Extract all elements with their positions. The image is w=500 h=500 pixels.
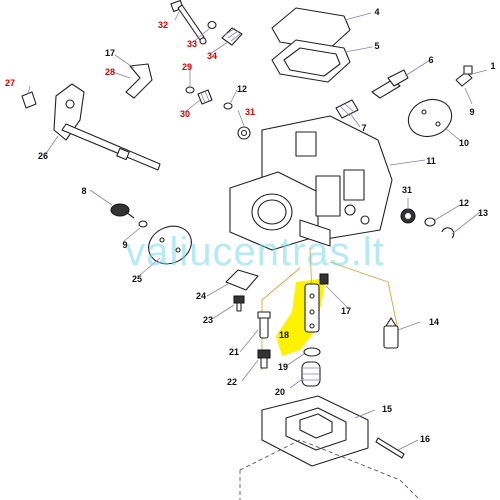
callout-27: 27 (4, 78, 16, 88)
callout-8: 8 (81, 186, 87, 196)
callout-30: 30 (179, 109, 191, 119)
callout-23: 23 (202, 315, 214, 325)
part-12-o-ring-top (223, 102, 233, 110)
callout-9-left: 9 (122, 240, 128, 250)
callout-18: 18 (278, 330, 290, 340)
part-24-plate (225, 269, 259, 291)
part-9-screw-top (455, 65, 473, 87)
part-32-screw (170, 0, 207, 45)
callout-25: 25 (131, 274, 143, 284)
part-33-o-ring (207, 20, 217, 30)
part-13-clip (441, 227, 455, 239)
part-30-spring (197, 89, 213, 105)
callout-4: 4 (374, 7, 380, 17)
part-25-throttle-plate (148, 225, 192, 265)
callout-17-top: 17 (104, 48, 116, 58)
callout-31-right: 31 (401, 185, 413, 195)
part-28-choke-lever (125, 63, 153, 99)
callout-17-bottom: 17 (340, 306, 352, 316)
part-12-o-ring-right (424, 217, 436, 227)
callout-34: 34 (206, 51, 218, 61)
callout-14: 14 (428, 317, 440, 327)
callout-24: 24 (195, 291, 207, 301)
callout-28: 28 (104, 67, 116, 77)
float-bowl-outline (239, 439, 421, 500)
callout-16: 16 (419, 434, 431, 444)
guide-line-right (329, 261, 399, 331)
callout-29: 29 (181, 62, 193, 72)
callout-15: 15 (381, 404, 393, 414)
part-19-o-ring (303, 347, 321, 357)
callout-12-top: 12 (236, 84, 248, 94)
part-18-main-nozzle (304, 283, 320, 333)
part-16-float-pin (375, 437, 405, 459)
callout-13: 13 (477, 208, 489, 218)
part-21-needle (257, 311, 271, 339)
callout-11: 11 (426, 156, 436, 166)
guide-line-left (261, 267, 301, 370)
callout-33: 33 (186, 39, 198, 49)
callout-10: 10 (458, 138, 470, 148)
part-9-washer (138, 220, 148, 228)
callout-9-top: 9 (469, 107, 475, 117)
callout-21: 21 (228, 347, 240, 357)
callout-1: 1 (490, 61, 496, 71)
part-4-cover (271, 7, 351, 51)
part-10-plate (407, 98, 453, 138)
part-27-clip (21, 91, 37, 109)
callout-20: 20 (274, 387, 286, 397)
callout-32: 32 (157, 20, 169, 30)
callout-12-right: 12 (458, 198, 470, 208)
part-7-spring (335, 99, 359, 119)
part-34-spring (221, 27, 243, 46)
callout-31-top: 31 (244, 107, 256, 117)
part-8-screw (110, 203, 135, 219)
callout-19: 19 (277, 362, 289, 372)
callout-26: 26 (37, 151, 49, 161)
part-11-carburetor-body (229, 115, 393, 251)
part-15-float (261, 395, 369, 467)
part-23-screw (233, 295, 245, 312)
part-26-throttle-shaft (53, 83, 161, 171)
callout-22: 22 (226, 377, 238, 387)
callout-5: 5 (374, 41, 380, 51)
part-6-pilot-screw (371, 69, 409, 99)
callout-6: 6 (428, 55, 434, 65)
part-14-float-needle (383, 317, 399, 349)
callout-7: 7 (361, 123, 367, 133)
leader-lines (27, 9, 488, 451)
part-22-screw (257, 349, 271, 369)
part-29-o-ring (185, 86, 195, 94)
part-17-jet (319, 273, 329, 285)
part-20-spring (301, 361, 321, 387)
